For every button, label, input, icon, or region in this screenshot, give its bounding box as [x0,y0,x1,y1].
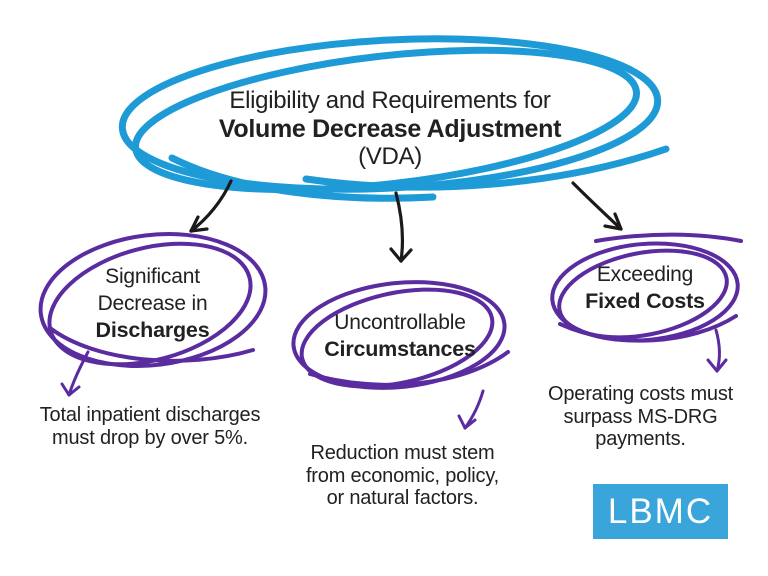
desc-line: Total inpatient discharges [39,404,261,426]
circumstances-ellipse-sketch [291,280,510,390]
branch-label-line: Significant [105,265,200,288]
main-ellipse-sketch [118,35,670,202]
branch-label-fixed-costs: Exceeding Fixed Costs [545,261,745,315]
main-title-line1: Eligibility and Requirements for [229,87,551,114]
branch-label-circumstances: Uncontrollable Circumstances [295,309,505,363]
branch-label-line: Decrease in [97,292,208,315]
lbmc-logo: LBMC [593,484,728,539]
discharges-ellipse-sketch [38,232,268,368]
circumstances-desc-arrow [457,389,485,430]
lbmc-logo-text: LBMC [607,492,714,531]
branch-label-bold: Circumstances [324,337,476,361]
desc-line: surpass MS-DRG [563,405,718,428]
branch-desc-discharges: Total inpatient discharges must drop by … [18,404,282,449]
fixed-costs-desc-arrow [706,328,728,373]
main-title-line3: (VDA) [358,143,422,170]
arrow-to-circumstances [389,191,413,263]
main-title: Eligibility and Requirements for Volume … [150,87,630,171]
branch-desc-fixed-costs: Operating costs must surpass MS-DRG paym… [522,383,759,451]
branch-desc-circumstances: Reduction must stem from economic, polic… [285,442,520,510]
arrow-to-discharges [189,179,233,233]
fixed-costs-ellipse-sketch [550,232,743,343]
discharges-desc-arrow [60,350,90,397]
main-title-line2: Volume Decrease Adjustment [218,115,562,143]
desc-line: payments. [595,428,686,450]
desc-line: from economic, policy, [305,464,500,487]
branch-label-discharges: Significant Decrease in Discharges [40,263,265,344]
desc-line: Reduction must stem [310,442,495,464]
arrow-to-fixed-costs [571,181,623,231]
desc-line: Operating costs must [548,383,733,405]
branch-label-line: Uncontrollable [334,311,466,334]
branch-label-bold: Discharges [95,318,210,342]
desc-line: or natural factors. [326,487,479,509]
desc-line: must drop by over 5%. [52,426,248,449]
branch-label-line: Exceeding [596,263,694,286]
branch-label-bold: Fixed Costs [585,289,705,313]
